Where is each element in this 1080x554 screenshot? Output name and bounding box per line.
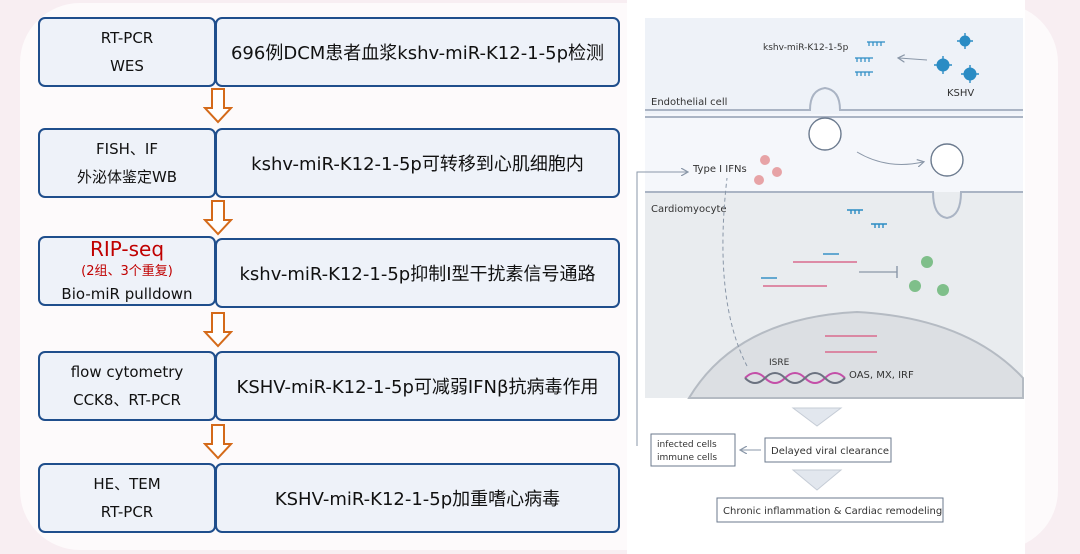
type1-ifn-icon [754,155,782,185]
genes-label: OAS, MX, IRF [849,370,914,381]
step-3-methods: RIP-seq (2组、3个重复) Bio-miR pulldown [38,236,216,306]
down-arrow-3 [203,312,233,348]
infected-cells-label: infected cells [657,440,717,450]
endothelial-membrane-top [645,86,1023,111]
down-arrow-chronic-icon [791,469,843,491]
down-arrow-2 [203,200,233,236]
step-3-method-1: RIP-seq [89,237,165,261]
mirna-icon [855,41,885,76]
mirna-mrna-icon [761,209,887,353]
down-arrow-1 [203,88,233,124]
exosome-icon [808,117,964,177]
feedback-line [636,172,687,446]
chronic-inflammation-label: Chronic inflammation & Cardiac remodelin… [723,506,942,517]
step-4-method-2: CCK8、RT-PCR [73,391,181,409]
step-5-methods: HE、TEM RT-PCR [38,463,216,533]
step-2-method-2: 外泌体鉴定WB [76,168,178,186]
cardiomyocyte-membrane [645,191,1023,220]
delayed-clearance-label: Delayed viral clearance [771,446,889,457]
exosome-transfer-arrow [856,151,923,164]
step-1-methods: RT-PCR WES [38,17,216,87]
step-3-method-2: (2组、3个重复) [81,264,173,279]
extracellular-area [645,18,1023,114]
step-3-method-3: Bio-miR pulldown [61,285,193,303]
isre-label: ISRE [769,358,790,368]
step-3-finding: kshv-miR-K12-1-5p抑制I型干扰素信号通路 [215,238,620,308]
step-5-finding: KSHV-miR-K12-1-5p加重嗜心病毒 [215,463,620,533]
chronic-inflammation-box [716,497,944,523]
dna-icon [744,372,846,384]
down-arrow-4 [203,424,233,460]
step-2-method-1: FISH、IF [96,140,158,158]
down-arrow-delayed-icon [791,407,843,427]
step-1-finding: 696例DCM患者血浆kshv-miR-K12-1-5p检测 [215,17,620,87]
immune-cells-label: immune cells [657,453,717,463]
step-5-method-1: HE、TEM [93,475,161,493]
cardiomyocyte-label: Cardiomyocyte [651,204,727,215]
step-2-finding: kshv-miR-K12-1-5p可转移到心肌细胞内 [215,128,620,198]
kshv-label: KSHV [947,88,974,99]
step-2-methods: FISH、IF 外泌体鉴定WB [38,128,216,198]
nucleus [687,310,1024,399]
uptake-arrow [899,58,928,60]
dna-strand-icon [744,372,846,384]
step-1-method-2: WES [110,57,144,75]
delayed-clearance-box [764,437,892,463]
step-1-method-1: RT-PCR [100,29,154,47]
green-virus-icon [909,256,949,296]
step-4-finding: KSHV-miR-K12-1-5p可减弱IFNβ抗病毒作用 [215,351,620,421]
ifn-dashed-arrow [722,177,748,367]
infected-cells-box [650,433,736,467]
step-4-method-1: flow cytometry [70,363,184,381]
type1-ifn-label: Type I IFNs [692,164,747,175]
mirna-label: kshv-miR-K12-1-5p [763,43,849,53]
kshv-virus-icon [934,33,979,83]
mechanism-diagram: kshv-miR-K12-1-5p KSHV Endothelial cell … [627,0,1025,554]
endothelial-label: Endothelial cell [651,97,727,108]
step-4-methods: flow cytometry CCK8、RT-PCR [38,351,216,421]
step-5-method-2: RT-PCR [100,503,154,521]
